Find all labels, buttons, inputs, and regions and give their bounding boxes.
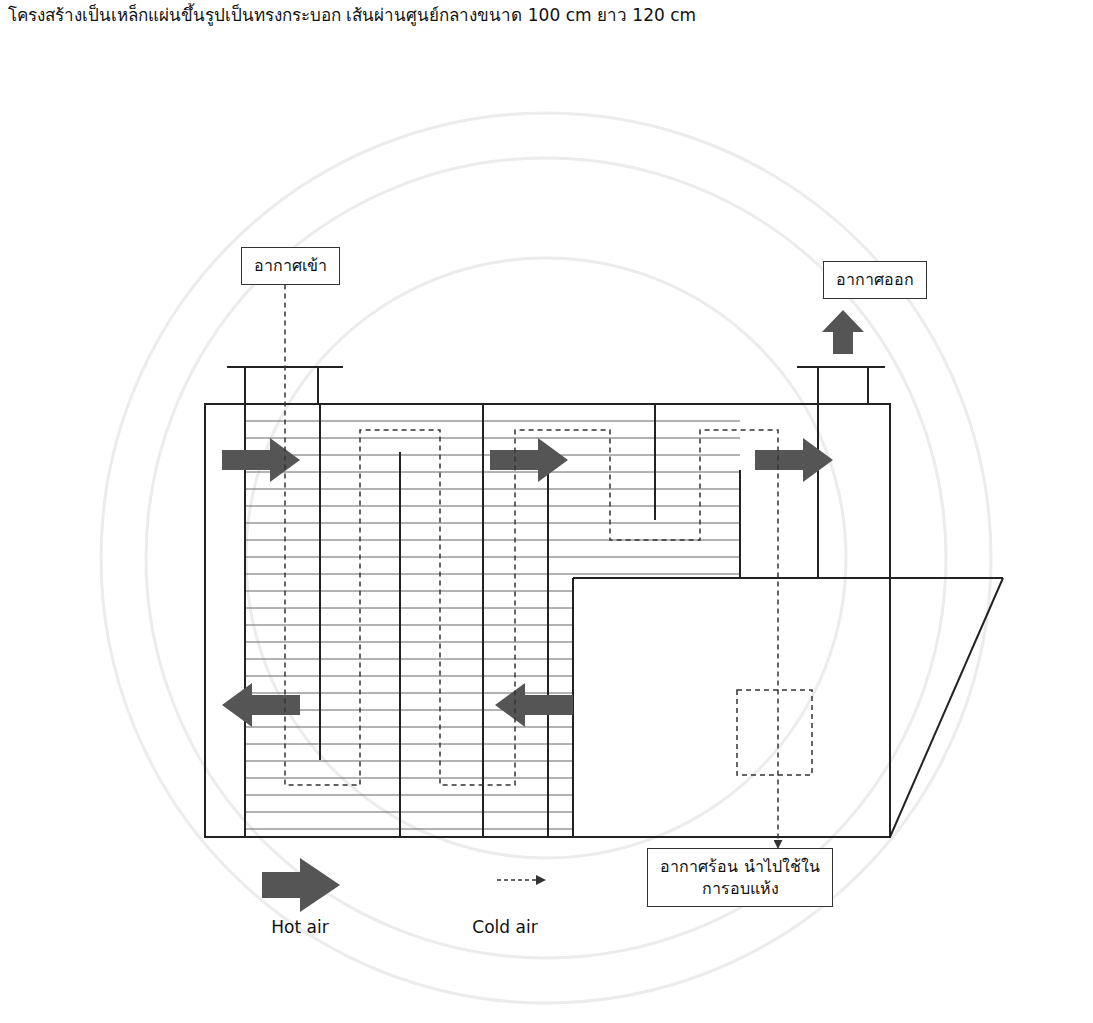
outlet-pipe: [867, 367, 869, 404]
tube: [245, 744, 573, 745]
tube: [245, 795, 573, 796]
baffle: [817, 404, 819, 578]
inlet-pipe: [244, 367, 246, 404]
legend-samples: [262, 858, 546, 912]
title: โครงสร้างเป็นเหล็กแผ่นขึ้นรูปเป็นทรงกระบ…: [8, 4, 1086, 27]
exchanger-housing: [205, 367, 1003, 837]
tube: [245, 829, 573, 830]
baffle: [739, 470, 741, 578]
hot-air-sample: [262, 858, 340, 912]
baffle: [399, 452, 401, 837]
box-text: อากาศออก: [836, 269, 914, 291]
hot-air-arrow: [755, 438, 833, 482]
box-text: อากาศเข้า: [254, 255, 327, 277]
tube: [245, 625, 573, 626]
hopper-edge: [890, 578, 1003, 837]
outlet-flange: [797, 366, 885, 368]
watermark-seal: [101, 113, 991, 1003]
label-box: อากาศร้อน นำไปใช้ในการอบแห้ง: [647, 848, 833, 907]
tube: [245, 642, 573, 643]
dashed-duct: [737, 690, 812, 775]
seal-ring: [246, 258, 846, 858]
chamber-wall: [573, 577, 890, 579]
label-box: อากาศออก: [823, 261, 927, 299]
tube: [245, 812, 573, 813]
baffle: [482, 404, 484, 837]
tube: [245, 778, 573, 779]
hot-air-arrow: [222, 683, 300, 727]
baffle: [547, 455, 549, 837]
hot-air-arrow: [495, 683, 573, 727]
tube: [245, 608, 573, 609]
housing-outline: [205, 404, 890, 837]
baffle: [654, 404, 656, 520]
hot-air-arrow: [222, 438, 300, 482]
inlet-pipe: [317, 367, 319, 404]
tube: [245, 761, 573, 762]
box-text: อากาศร้อน นำไปใช้ในการอบแห้ง: [660, 856, 820, 899]
exhaust-arrow: [822, 310, 864, 354]
hot-air-arrow: [490, 438, 568, 482]
seal-ring: [101, 113, 991, 1003]
baffle: [319, 404, 321, 760]
tube: [245, 727, 573, 728]
cold-air-sample-head: [536, 875, 546, 885]
seal-ring: [146, 158, 946, 958]
cold-air-sample: [497, 879, 536, 881]
cold-air-flow: [285, 285, 778, 848]
tube: [245, 676, 573, 677]
legend-text: Hot air: [271, 916, 328, 938]
label-box: อากาศเข้า: [241, 247, 340, 285]
hopper-edge: [890, 577, 1003, 579]
tube: [245, 591, 573, 592]
tube: [245, 659, 573, 660]
hot-air-arrows: [222, 310, 864, 727]
outlet-pipe: [817, 367, 819, 404]
legend-text: Cold air: [472, 916, 537, 938]
